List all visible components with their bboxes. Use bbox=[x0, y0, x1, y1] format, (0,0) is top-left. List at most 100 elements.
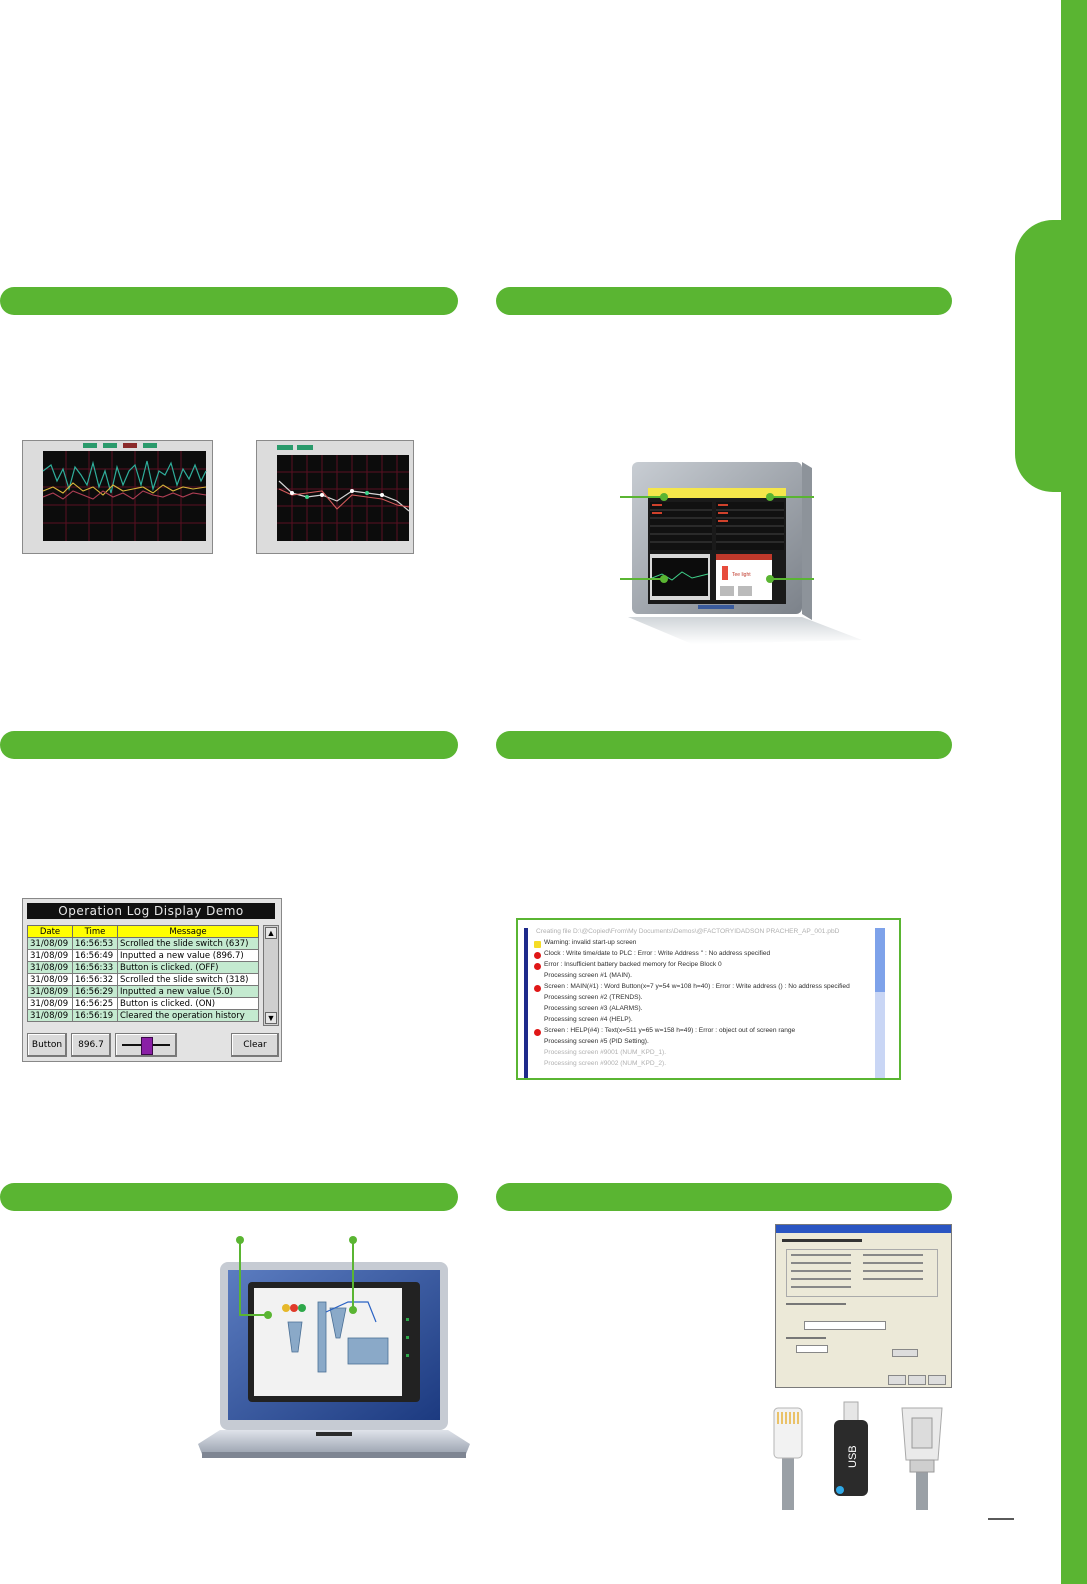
cell-message: Cleared the operation history bbox=[117, 1009, 259, 1022]
log-line: Processing screen #3 (ALARMS). bbox=[544, 1005, 643, 1012]
laptop-graphic bbox=[198, 1262, 470, 1458]
browse-button[interactable] bbox=[892, 1349, 918, 1357]
cell-date: 31/08/09 bbox=[27, 1009, 73, 1022]
device-select[interactable] bbox=[804, 1321, 886, 1330]
callout-dot-4 bbox=[766, 575, 774, 583]
log-line: Clock : Write time/date to PLC : Error :… bbox=[544, 950, 771, 957]
transfer-wizard-dialog bbox=[775, 1224, 952, 1388]
column-header-time: Time bbox=[72, 925, 118, 938]
toggle-button[interactable]: Button bbox=[27, 1033, 67, 1057]
log-scrollbar-thumb[interactable] bbox=[875, 928, 885, 992]
slider-thumb[interactable] bbox=[141, 1037, 153, 1055]
cell-time: 16:56:29 bbox=[72, 985, 118, 998]
dialog-options-group bbox=[786, 1249, 938, 1297]
dialog-titlebar bbox=[776, 1225, 951, 1233]
column-header-message: Message bbox=[117, 925, 259, 938]
callout-dot-2 bbox=[766, 493, 774, 501]
cell-time: 16:56:49 bbox=[72, 949, 118, 962]
operation-log-display: Operation Log Display Demo Date Time Mes… bbox=[22, 898, 282, 1062]
log-line: Processing screen #5 (PID Setting). bbox=[544, 1038, 649, 1045]
scroll-up-icon[interactable]: ▲ bbox=[265, 927, 277, 939]
page-number-rule bbox=[988, 1518, 1014, 1520]
connector-graphics: USB bbox=[773, 1401, 943, 1510]
section-bar-operation-log bbox=[0, 731, 458, 759]
callout-dot-3 bbox=[660, 575, 668, 583]
cancel-button[interactable] bbox=[908, 1375, 926, 1385]
cell-time: 16:56:25 bbox=[72, 997, 118, 1010]
callout-line-3 bbox=[620, 578, 662, 580]
hmi-device-multiwindow: Tee light bbox=[622, 462, 867, 650]
page-number bbox=[988, 1500, 1014, 1514]
callout-dot-5 bbox=[236, 1236, 244, 1244]
log-line: Processing screen #9002 (NUM_KPD_2). bbox=[544, 1060, 667, 1067]
trend-chart-history-graphic bbox=[277, 445, 410, 541]
laptop-simulator bbox=[198, 1262, 470, 1462]
trend-chart-history bbox=[256, 440, 414, 554]
scroll-down-icon[interactable]: ▼ bbox=[265, 1012, 277, 1024]
slide-switch[interactable] bbox=[115, 1033, 177, 1057]
callout-line-5b bbox=[239, 1314, 269, 1316]
callout-line-5 bbox=[239, 1240, 241, 1316]
callout-dot-1 bbox=[660, 493, 668, 501]
operation-log-title: Operation Log Display Demo bbox=[27, 903, 275, 919]
cell-date: 31/08/09 bbox=[27, 937, 73, 950]
cell-time: 16:56:33 bbox=[72, 961, 118, 974]
port-field[interactable] bbox=[796, 1345, 828, 1353]
log-line: Processing screen #9001 (NUM_KPD_1). bbox=[544, 1049, 667, 1056]
cell-message: Inputted a new value (5.0) bbox=[117, 985, 259, 998]
log-line: Creating file D:\@Copied\From\My Documen… bbox=[536, 928, 840, 935]
log-line: Warning: invalid start-up screen bbox=[544, 939, 637, 946]
section-bar-compile-log bbox=[496, 731, 952, 759]
log-left-rule bbox=[524, 928, 528, 1078]
section-bar-simulator bbox=[0, 1183, 458, 1211]
section-bar-trend bbox=[0, 287, 458, 315]
cell-message: Inputted a new value (896.7) bbox=[117, 949, 259, 962]
section-bar-transfer bbox=[496, 1183, 952, 1211]
log-line: Screen : MAIN(#1) : Word Button(x=7 y=54… bbox=[544, 983, 850, 990]
value-input[interactable]: 896.7 bbox=[71, 1033, 111, 1057]
error-icon bbox=[534, 952, 541, 959]
log-line: Screen : HELP(#4) : Text(x=511 y=65 w=15… bbox=[544, 1027, 796, 1034]
callout-dot-8 bbox=[349, 1306, 357, 1314]
trend-chart-realtime-graphic bbox=[42, 443, 207, 541]
log-scrollbar[interactable]: ▲ ▼ bbox=[263, 925, 279, 1026]
log-line: Processing screen #1 (MAIN). bbox=[544, 972, 632, 979]
cell-message: Scrolled the slide switch (318) bbox=[117, 973, 259, 986]
hmi-device-graphic: Tee light bbox=[628, 462, 862, 644]
section-tab bbox=[1015, 220, 1075, 492]
serial-connector-icon bbox=[901, 1407, 943, 1510]
log-line: Processing screen #4 (HELP). bbox=[544, 1016, 633, 1023]
callout-line-1 bbox=[620, 496, 662, 498]
error-icon bbox=[534, 1029, 541, 1036]
cell-date: 31/08/09 bbox=[27, 997, 73, 1010]
cell-time: 16:56:53 bbox=[72, 937, 118, 950]
clear-button[interactable]: Clear bbox=[231, 1033, 279, 1057]
log-scrollbar-track[interactable] bbox=[875, 928, 885, 1078]
usb-drive-icon: USB bbox=[834, 1401, 868, 1496]
error-icon bbox=[534, 985, 541, 992]
cell-message: Button is clicked. (OFF) bbox=[117, 961, 259, 974]
callout-line-4 bbox=[770, 578, 814, 580]
callout-dot-7 bbox=[349, 1236, 357, 1244]
cell-time: 16:56:19 bbox=[72, 1009, 118, 1022]
next-button[interactable] bbox=[888, 1375, 906, 1385]
error-icon bbox=[534, 963, 541, 970]
ethernet-connector-icon bbox=[773, 1407, 803, 1510]
cell-date: 31/08/09 bbox=[27, 949, 73, 962]
warning-icon bbox=[534, 941, 541, 948]
column-header-date: Date bbox=[27, 925, 73, 938]
log-line: Processing screen #2 (TRENDS). bbox=[544, 994, 643, 1001]
help-button[interactable] bbox=[928, 1375, 946, 1385]
callout-line-7 bbox=[352, 1240, 354, 1310]
log-line: Error : Insufficient battery backed memo… bbox=[544, 961, 722, 968]
cell-date: 31/08/09 bbox=[27, 985, 73, 998]
callout-dot-6 bbox=[264, 1311, 272, 1319]
